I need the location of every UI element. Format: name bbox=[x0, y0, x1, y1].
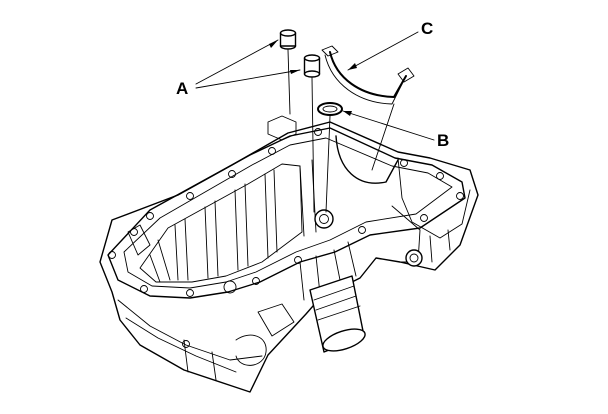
callout-label-a: A bbox=[176, 79, 188, 98]
dowel-pin-upper bbox=[279, 29, 297, 50]
callout-label-c: C bbox=[421, 19, 433, 38]
arrowhead-a-lower bbox=[290, 70, 300, 74]
callout-label-b: B bbox=[437, 131, 449, 150]
callout-b: B bbox=[342, 110, 449, 150]
o-ring bbox=[317, 102, 343, 116]
oil-pan bbox=[99, 115, 479, 393]
crank-seal-gasket bbox=[321, 45, 415, 105]
guide-line-o-ring bbox=[325, 115, 331, 213]
leader-line-c bbox=[347, 31, 419, 71]
leader-line-b bbox=[342, 110, 435, 141]
guide-line-gasket bbox=[371, 103, 395, 171]
guide-line-pin-upper bbox=[287, 49, 291, 115]
guide-line-pin-lower bbox=[311, 77, 315, 213]
arrowhead-c bbox=[348, 63, 357, 70]
arrowhead-a-upper bbox=[269, 40, 278, 48]
callout-c: C bbox=[347, 19, 433, 71]
dowel-pin-lower bbox=[303, 54, 321, 78]
leader-line-a-upper bbox=[195, 39, 279, 85]
arrowhead-b bbox=[343, 111, 352, 116]
callout-a: A bbox=[176, 39, 301, 98]
leader-line-a-lower bbox=[195, 69, 301, 89]
